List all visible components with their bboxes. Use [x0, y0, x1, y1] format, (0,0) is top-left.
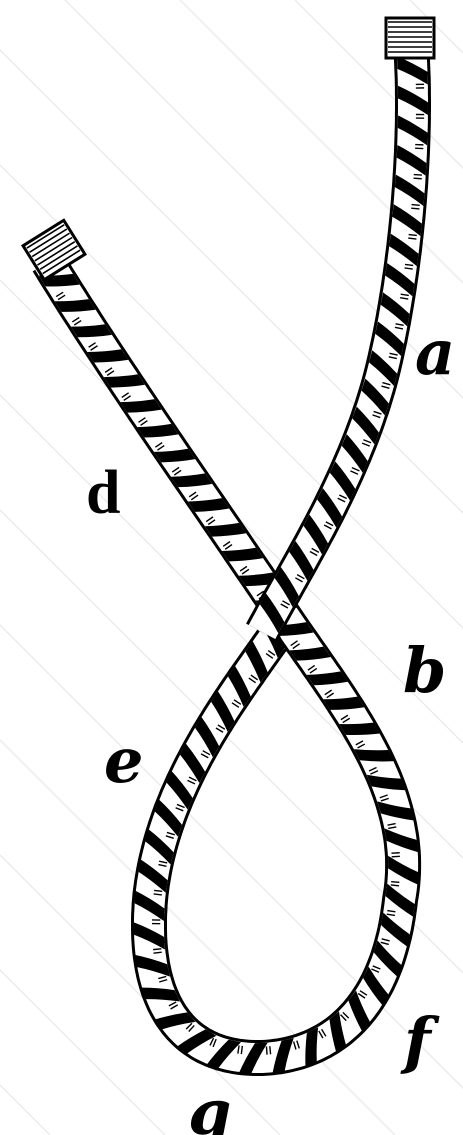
rope-front-shade-line: [412, 205, 420, 206]
rope-front-strand: [260, 27, 428, 633]
rope-back-shade-line: [266, 1046, 267, 1054]
rope-front-shade-line: [414, 178, 422, 179]
rope-end-a: [386, 18, 434, 58]
rope-back-shade-line: [391, 882, 399, 883]
rope-back-shade-line: [154, 952, 162, 953]
rope-back-shade-line: [154, 894, 162, 895]
rope-front-body: [262, 30, 413, 632]
hatch-line: [0, 0, 50, 1135]
rope-end-d: [23, 220, 85, 279]
rope-back-shade-line: [154, 890, 162, 891]
label-f: f: [404, 1010, 431, 1072]
rope-front-shade-line: [409, 235, 417, 236]
hatch-line: [0, 0, 395, 1135]
rope-front-shade-line: [411, 208, 419, 209]
rope-back-strand-twist: [339, 723, 380, 735]
rope-cut-end-d: [23, 220, 85, 279]
label-e: e: [104, 730, 143, 792]
rope-back-strand-twist: [354, 749, 394, 761]
rope-back-strand-twist: [305, 1027, 318, 1067]
label-d: d: [86, 462, 120, 524]
rope-cut-end-a: [386, 18, 434, 58]
rope-back-shade-line: [391, 885, 399, 886]
label-g: g: [188, 1082, 231, 1135]
label-a: a: [415, 322, 455, 384]
label-b: b: [403, 640, 446, 702]
rope-front-shade-line: [408, 238, 416, 239]
rope-back-shade-line: [153, 949, 161, 950]
rope-back-shade-line: [270, 1046, 271, 1054]
